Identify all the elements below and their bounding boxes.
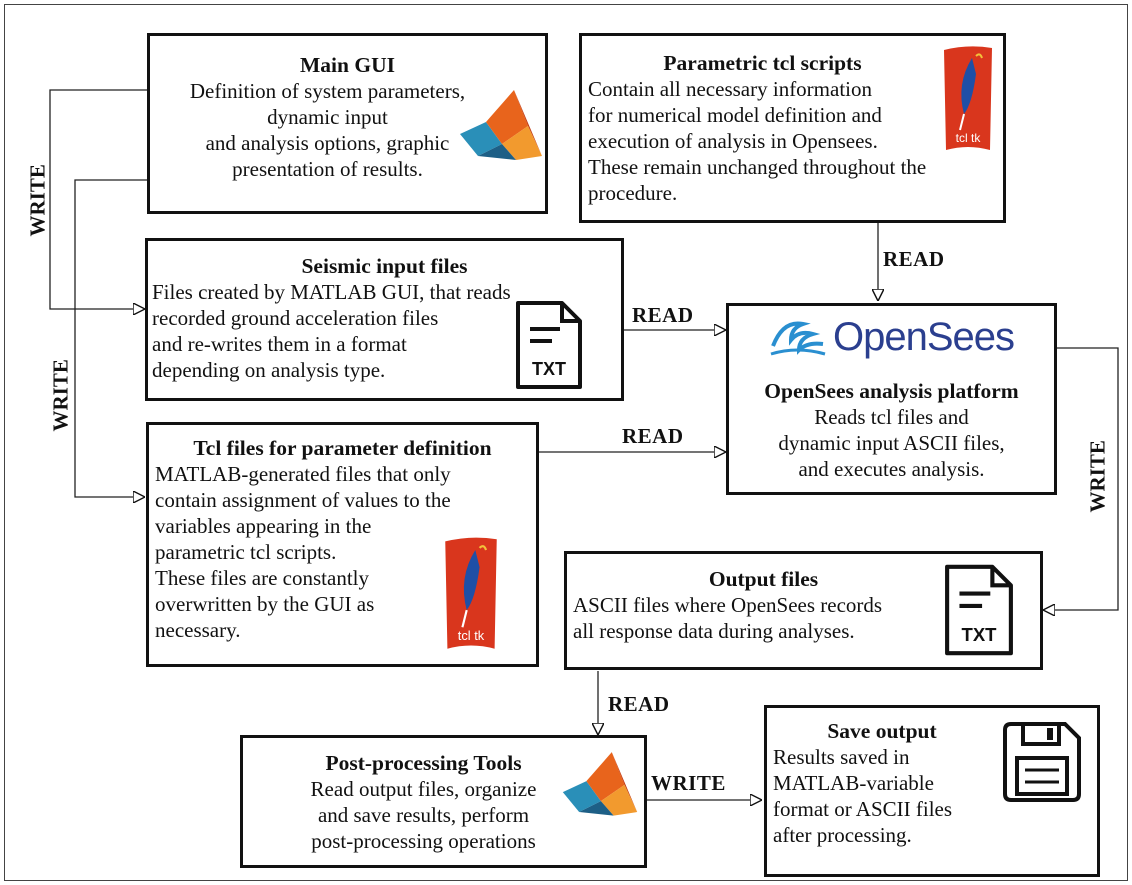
edge-label-read-param-opensees: READ (883, 247, 945, 271)
box-title: Parametric tcl scripts (663, 51, 862, 75)
box-seismic-input: Seismic input files Files created by MAT… (145, 238, 624, 401)
tcl-tk-logo-icon: tcl tk (944, 46, 992, 150)
matlab-logo-icon (562, 752, 638, 816)
opensees-wordmark: OpenSees (833, 315, 1015, 359)
edge-label-read-seismic-opensees: READ (632, 303, 694, 327)
box-main-gui: Main GUI Definition of system parameters… (147, 33, 548, 214)
box-title: OpenSees analysis platform (764, 379, 1019, 403)
box-post-processing: Post-processing Tools Read output files,… (240, 735, 647, 868)
tcl-tk-logo-icon: tcl tk (445, 537, 497, 649)
box-opensees: OpenSees OpenSees analysis platform Read… (726, 303, 1057, 495)
txt-icon-label: TXT (962, 624, 998, 645)
tcltk-caption: tcl tk (956, 131, 982, 145)
box-text: ASCII files where OpenSees records all r… (573, 593, 883, 643)
edge-label-read-output-post: READ (608, 692, 670, 716)
txt-file-icon: TXT (516, 301, 582, 389)
diagram-frame (4, 4, 1128, 881)
box-text: Definition of system parameters, dynamic… (189, 79, 466, 181)
box-text: MATLAB-generated files that only contain… (155, 462, 451, 642)
edge-label-read-tcl-opensees: READ (622, 424, 684, 448)
opensees-logo-icon: OpenSees (769, 315, 1015, 359)
box-text: Contain all necessary information for nu… (588, 77, 927, 205)
box-title: Post-processing Tools (325, 751, 522, 775)
floppy-disk-icon (1003, 722, 1081, 802)
edge-opensees-to-output (1043, 347, 1119, 610)
box-tcl-param: Tcl files for parameter definition MATLA… (146, 422, 539, 667)
edge-label-write-post-save: WRITE (651, 771, 726, 795)
tcltk-caption: tcl tk (458, 628, 485, 643)
edge-label-write-main-tcl: WRITE (48, 359, 73, 432)
box-title: Main GUI (300, 53, 395, 77)
box-title: Tcl files for parameter definition (193, 436, 492, 460)
box-parametric-tcl: Parametric tcl scripts Contain all neces… (579, 33, 1006, 223)
edge-main-to-tcl (74, 179, 148, 497)
box-text: Reads tcl files and dynamic input ASCII … (778, 405, 1005, 481)
edge-label-write-opensees-output: WRITE (1085, 440, 1110, 513)
matlab-logo-icon (460, 90, 542, 160)
edge-label-write-main-seismic: WRITE (25, 164, 50, 237)
box-text: Files created by MATLAB GUI, that reads … (152, 280, 511, 382)
txt-file-icon: TXT (945, 564, 1013, 656)
box-output-files: Output files ASCII files where OpenSees … (564, 551, 1043, 670)
edge-main-to-seismic (49, 89, 148, 309)
box-save-output: Save output Results saved in MATLAB-vari… (764, 705, 1100, 877)
opensees-wave-icon (770, 321, 826, 356)
box-text: Read output files, organize and save res… (310, 777, 537, 853)
box-title: Output files (708, 567, 819, 591)
box-title: Save output (827, 719, 937, 743)
txt-icon-label: TXT (532, 359, 566, 379)
box-title: Seismic input files (301, 254, 468, 278)
box-text: Results saved in MATLAB-variable format … (773, 745, 953, 847)
